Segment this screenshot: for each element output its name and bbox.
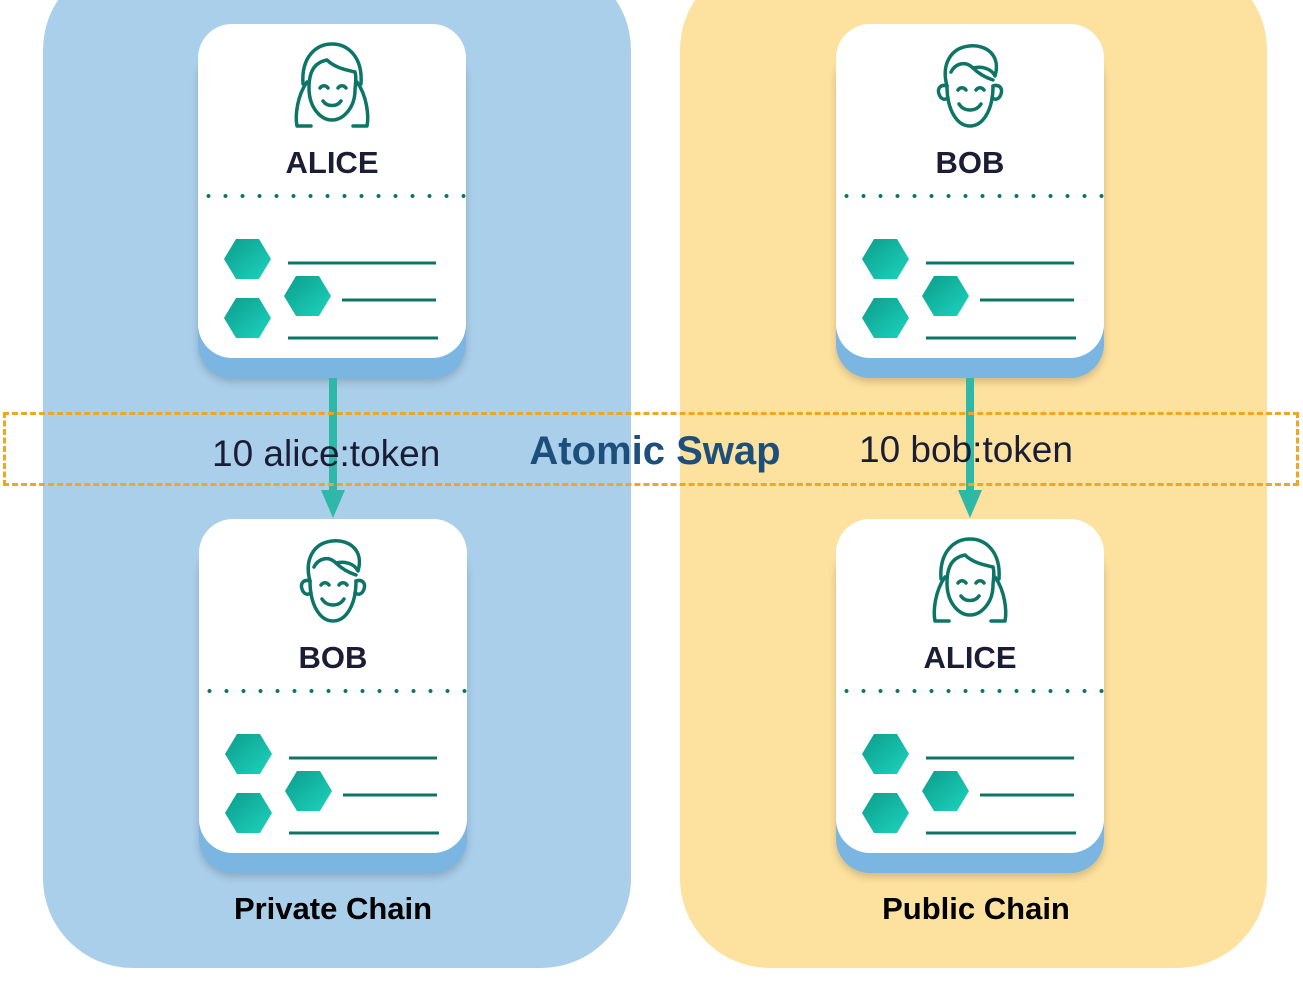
token-list	[862, 239, 1076, 340]
token-hexagon-icon	[862, 298, 909, 338]
woman-face-icon	[294, 42, 370, 128]
token-hexagon-icon	[224, 239, 271, 279]
token-list	[862, 734, 1076, 835]
dotted-divider	[198, 194, 466, 198]
card-body: BOB	[199, 519, 467, 853]
transfer-arrow-right	[958, 378, 982, 518]
card-owner-name: ALICE	[923, 640, 1017, 675]
wallet-card-bob-public: BOB	[836, 24, 1104, 378]
transfer-arrow-left	[321, 378, 345, 518]
card-body: ALICE	[198, 24, 466, 358]
man-face-icon	[936, 44, 1004, 128]
token-hexagon-icon	[224, 298, 271, 338]
token-hexagon-icon	[225, 793, 272, 833]
woman-face-icon	[932, 537, 1008, 623]
wallet-card-alice-public: ALICE	[836, 519, 1104, 873]
man-face-icon	[299, 539, 367, 623]
right-transfer-label: 10 bob:token	[859, 429, 1073, 470]
card-owner-name: ALICE	[285, 145, 379, 180]
token-list	[224, 239, 438, 340]
wallet-card-alice-private: ALICE	[198, 24, 466, 378]
wallet-card-bob-private: BOB	[199, 519, 467, 873]
card-owner-name: BOB	[935, 145, 1005, 180]
token-list	[225, 734, 439, 835]
card-body: BOB	[836, 24, 1104, 358]
token-hexagon-icon	[225, 734, 272, 774]
public-chain-label: Public Chain	[882, 891, 1070, 926]
token-hexagon-icon	[862, 239, 909, 279]
token-hexagon-icon	[922, 276, 969, 316]
dotted-divider	[199, 689, 467, 693]
token-hexagon-icon	[862, 793, 909, 833]
private-chain-label: Private Chain	[233, 891, 433, 926]
left-transfer-label: 10 alice:token	[212, 433, 441, 474]
card-body: ALICE	[836, 519, 1104, 853]
atomic-swap-zone	[3, 412, 1299, 486]
token-hexagon-icon	[284, 276, 331, 316]
dotted-divider	[836, 689, 1104, 693]
atomic-swap-title: Atomic Swap	[529, 429, 781, 473]
token-hexagon-icon	[922, 771, 969, 811]
card-owner-name: BOB	[298, 640, 368, 675]
token-hexagon-icon	[862, 734, 909, 774]
token-hexagon-icon	[285, 771, 332, 811]
dotted-divider	[836, 194, 1104, 198]
